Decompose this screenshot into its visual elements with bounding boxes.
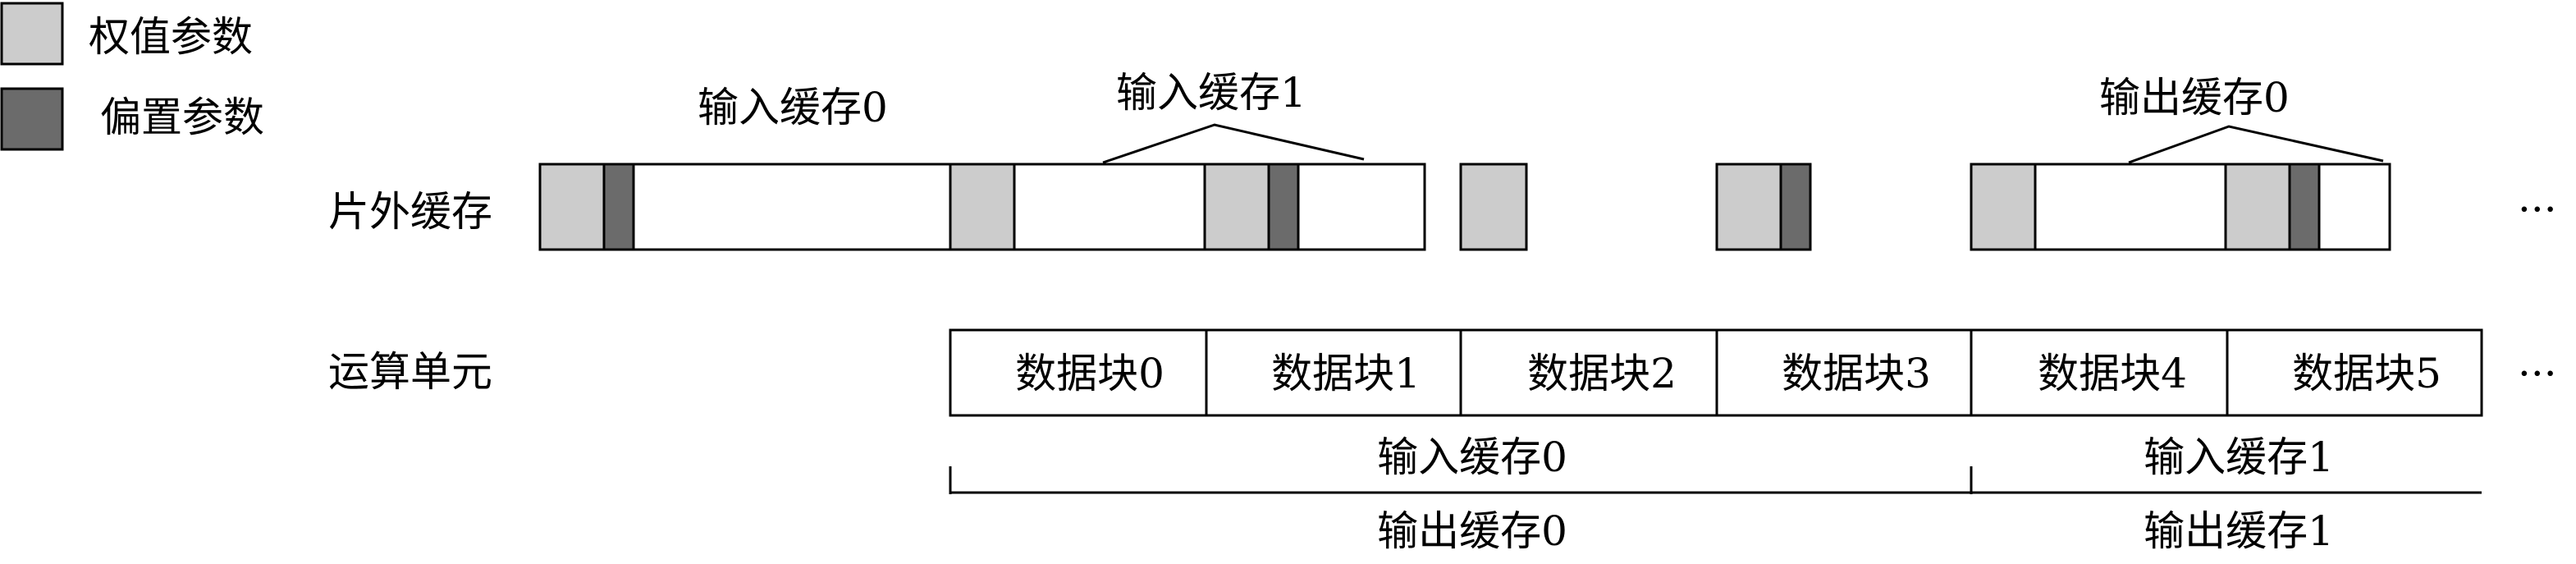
- annotation-input-buffer-1-pointer: [1102, 123, 1365, 164]
- data-block-label: 数据块0: [1015, 350, 1164, 397]
- legend-bias-label: 偏置参数: [100, 94, 264, 141]
- weight-block: [1970, 163, 2037, 251]
- annotation-input-buffer-0: 输入缓存0: [698, 84, 888, 131]
- compute-row: 运算单元 数据块0 数据块1 数据块2 数据块3 数据块4 数据块5 ···: [328, 328, 2557, 417]
- legend-weight-label: 权值参数: [89, 13, 253, 61]
- bias-block: [1779, 163, 1812, 251]
- offchip-ellipsis: ···: [2518, 186, 2557, 233]
- offchip-segment-1: [538, 163, 1426, 251]
- bias-block: [2288, 163, 2321, 251]
- data-block-cell: [1970, 328, 2229, 417]
- legend-weight-swatch: [0, 2, 64, 66]
- data-block-label: 数据块5: [2292, 350, 2441, 397]
- bias-block: [1267, 163, 1300, 251]
- data-block-cell: [949, 328, 1208, 417]
- annotation-output-buffer-0: 输出缓存0: [2099, 74, 2290, 122]
- offchip-segment-4: [1970, 163, 2391, 251]
- annotation-input-buffer-1: 输入缓存1: [1116, 69, 1306, 117]
- compute-row-label: 运算单元: [328, 348, 492, 396]
- legend: 权值参数 偏置参数: [0, 2, 264, 151]
- compute-ellipsis: ···: [2518, 350, 2557, 397]
- data-block-cell: [2226, 328, 2483, 417]
- offchip-row: 片外缓存 ···: [328, 163, 2557, 251]
- data-block-label: 数据块3: [1782, 350, 1931, 397]
- bias-block: [602, 163, 635, 251]
- data-block-cell: [1715, 328, 1973, 417]
- buffer-brackets: 输入缓存0 输入缓存1 输出缓存0 输出缓存1: [949, 433, 2482, 555]
- data-block-label: 数据块2: [1527, 350, 1677, 397]
- data-block-cells: [949, 328, 2483, 417]
- offchip-annotations: 输入缓存0 输入缓存1 输出缓存0: [698, 69, 2384, 164]
- annotation-output-buffer-0-pointer: [2128, 125, 2384, 164]
- bracket-input-buffer-1: 输入缓存1: [2144, 433, 2334, 481]
- offchip-segment-3: [1715, 163, 1812, 251]
- weight-block: [538, 163, 606, 251]
- bracket-output-buffer-1: 输出缓存1: [2144, 507, 2334, 555]
- data-block-cell: [1459, 328, 1718, 417]
- bracket-input-buffer-0: 输入缓存0: [1377, 433, 1567, 481]
- data-block-label: 数据块4: [2038, 350, 2187, 397]
- weight-block: [949, 163, 1016, 251]
- weight-block: [1715, 163, 1782, 251]
- weight-block: [2224, 163, 2291, 251]
- data-block-label: 数据块1: [1271, 350, 1421, 397]
- weight-block: [1203, 163, 1270, 251]
- offchip-row-label: 片外缓存: [328, 188, 492, 236]
- legend-bias-swatch: [0, 87, 64, 151]
- weight-block: [1459, 163, 1528, 251]
- bracket-output-buffer-0: 输出缓存0: [1377, 507, 1567, 555]
